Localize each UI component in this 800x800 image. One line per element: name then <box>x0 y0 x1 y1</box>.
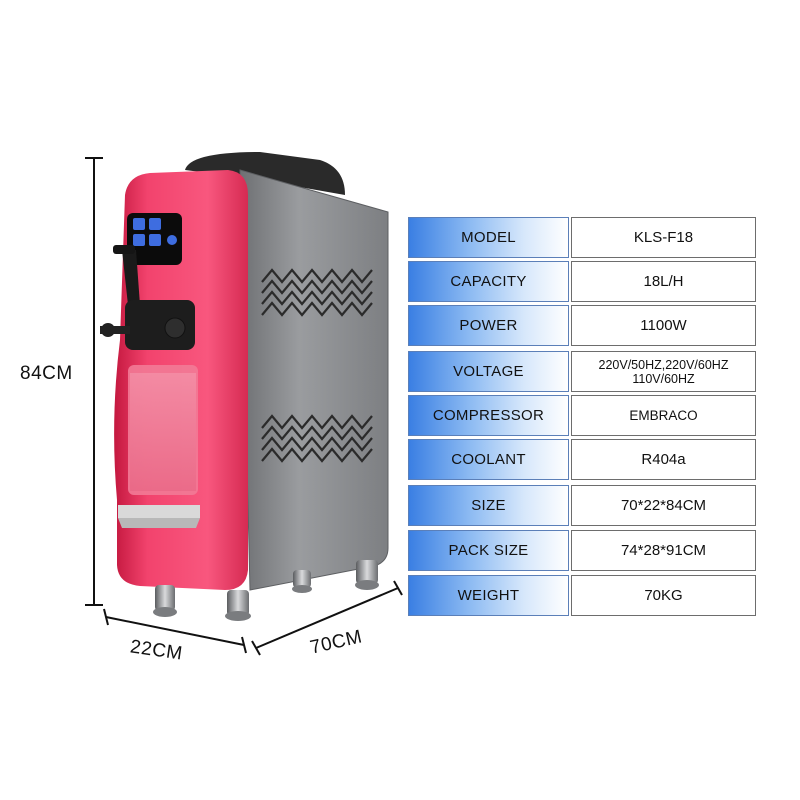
spec-value: R404a <box>571 439 756 480</box>
spec-value: 70KG <box>571 575 756 616</box>
width-dimension-line <box>251 580 403 656</box>
spec-row-size: SIZE 70*22*84CM <box>408 485 756 526</box>
spec-row-coolant: COOLANT R404a <box>408 439 756 480</box>
voltage-line-1: 220V/50HZ,220V/60HZ <box>598 357 729 372</box>
spec-value: 74*28*91CM <box>571 530 756 571</box>
spec-label: COOLANT <box>408 439 569 480</box>
spec-value: EMBRACO <box>571 395 756 436</box>
voltage-line-2: 110V/60HZ <box>632 371 695 386</box>
spec-row-compressor: COMPRESSOR EMBRACO <box>408 395 756 436</box>
spec-row-capacity: CAPACITY 18L/H <box>408 261 756 302</box>
spec-label: PACK SIZE <box>408 530 569 571</box>
spec-value: 220V/50HZ,220V/60HZ 110V/60HZ <box>571 351 756 392</box>
spec-value: 70*22*84CM <box>571 485 756 526</box>
vent-bottom <box>261 414 373 463</box>
spec-label: MODEL <box>408 217 569 258</box>
spec-label: CAPACITY <box>408 261 569 302</box>
vent-top <box>261 268 373 317</box>
spec-value: 1100W <box>571 305 756 346</box>
spec-label: POWER <box>408 305 569 346</box>
spec-label: COMPRESSOR <box>408 395 569 436</box>
spec-row-power: POWER 1100W <box>408 305 756 346</box>
spec-row-pack-size: PACK SIZE 74*28*91CM <box>408 530 756 571</box>
spec-row-model: MODEL KLS-F18 <box>408 217 756 258</box>
spec-label: VOLTAGE <box>408 351 569 392</box>
spec-row-weight: WEIGHT 70KG <box>408 575 756 616</box>
spec-label: SIZE <box>408 485 569 526</box>
depth-dimension-line <box>103 608 247 654</box>
spec-row-voltage: VOLTAGE 220V/50HZ,220V/60HZ 110V/60HZ <box>408 351 756 392</box>
height-dimension-label: 84CM <box>20 363 73 384</box>
spec-value: 18L/H <box>571 261 756 302</box>
height-dimension-line <box>85 157 103 606</box>
spec-value: KLS-F18 <box>571 217 756 258</box>
spec-label: WEIGHT <box>408 575 569 616</box>
